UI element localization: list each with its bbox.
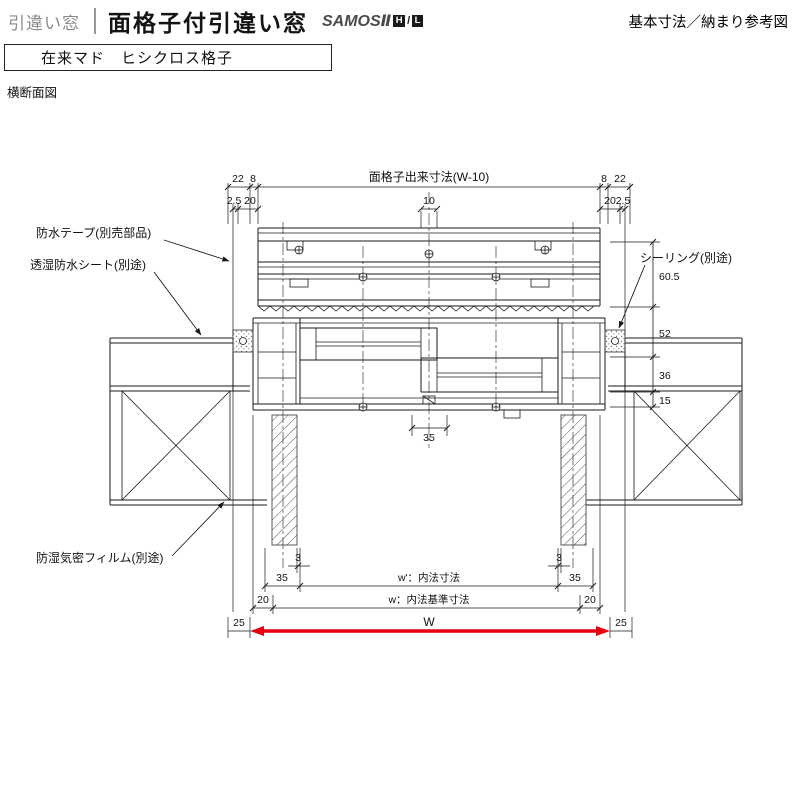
red-arrow-left-icon <box>250 626 264 636</box>
dim-20-bottom-right: 20 <box>584 594 596 606</box>
support-posts <box>271 414 587 546</box>
dim-35-sill: 35 <box>423 432 435 444</box>
dim-20-bottom-left: 20 <box>257 594 269 606</box>
dimension-row-second: 2.5 20 10 20 2.5 <box>227 195 631 336</box>
spec-label: 在来マド ヒシクロス格子 <box>41 50 234 67</box>
bottom-dimension-chains: 3 3 35 w'：内法寸法 35 20 w：内 <box>232 391 626 614</box>
dim-overall-width: W <box>423 615 435 629</box>
brand-logo: SAMOSⅡ H / L <box>322 11 423 31</box>
brand-name: SAMOSⅡ <box>322 13 392 30</box>
dim-36: 36 <box>659 370 671 382</box>
dim-inner-width: w'：内法寸法 <box>397 571 460 584</box>
right-wall-section <box>586 337 743 506</box>
dim-52: 52 <box>659 328 671 340</box>
brand-badge-h: H <box>393 14 406 28</box>
face-grille <box>257 227 601 312</box>
callout-breathable-sheet: 透湿防水シート(別途) <box>30 257 146 272</box>
dim-25-right: 25 <box>615 617 627 629</box>
dim-22-right: 22 <box>614 173 626 185</box>
left-support-post <box>271 414 298 546</box>
dim-20-top-left: 20 <box>244 195 256 207</box>
dimension-row-top: 22 8 面格子出来寸法(W-10) 8 22 <box>224 169 634 224</box>
brand-badge-l: L <box>412 14 423 28</box>
dim-35-bottom-left: 35 <box>276 572 288 584</box>
left-wall-section <box>109 337 267 506</box>
dim-60-5: 60.5 <box>659 271 680 283</box>
dim-3-left: 3 <box>295 552 301 564</box>
callout-waterproof-tape: 防水テープ(別売部品) <box>36 225 151 240</box>
dim-15: 15 <box>659 395 671 407</box>
page-title: 面格子付引違い窓 <box>108 10 308 36</box>
sill-dimension: 35 <box>408 415 451 444</box>
right-support-post <box>560 414 587 546</box>
dim-35-bottom-right: 35 <box>569 572 581 584</box>
dim-2-5-left: 2.5 <box>227 195 242 207</box>
header: 引違い窓 面格子付引違い窓 SAMOSⅡ H / L 基本寸法／納まり参考図 <box>0 4 800 38</box>
spec-box: 在来マド ヒシクロス格子 <box>4 44 332 71</box>
dim-inner-base-width: w：内法基準寸法 <box>387 593 469 606</box>
red-arrow-right-icon <box>596 626 610 636</box>
dim-10-center: 10 <box>423 195 435 207</box>
dim-8-left: 8 <box>250 173 256 185</box>
right-dimension-chain: 60.5 52 36 15 <box>610 238 680 411</box>
dim-2-5-right: 2.5 <box>616 195 631 207</box>
dim-3-right: 3 <box>556 552 562 564</box>
brand-slash: / <box>407 15 411 27</box>
callout-sealing: シーリング(別途) <box>640 250 732 265</box>
dim-20-top-right: 20 <box>604 195 616 207</box>
header-divider <box>94 8 96 34</box>
dim-25-left: 25 <box>233 617 245 629</box>
callout-moisture-film: 防湿気密フィルム(別途) <box>36 550 164 565</box>
dim-22-left: 22 <box>232 173 244 185</box>
window-frame <box>232 317 626 419</box>
grille-screw-icon <box>294 245 550 282</box>
dim-grille-width: 面格子出来寸法(W-10) <box>369 169 489 184</box>
callout-leaders <box>153 239 646 557</box>
view-label: 横断面図 <box>7 86 58 100</box>
category-label: 引違い窓 <box>8 13 80 33</box>
corner-note: 基本寸法／納まり参考図 <box>628 14 789 31</box>
dim-8-right: 8 <box>601 173 607 185</box>
centerlines <box>282 192 574 568</box>
overall-width-dimension: 25 W 25 <box>227 615 633 638</box>
